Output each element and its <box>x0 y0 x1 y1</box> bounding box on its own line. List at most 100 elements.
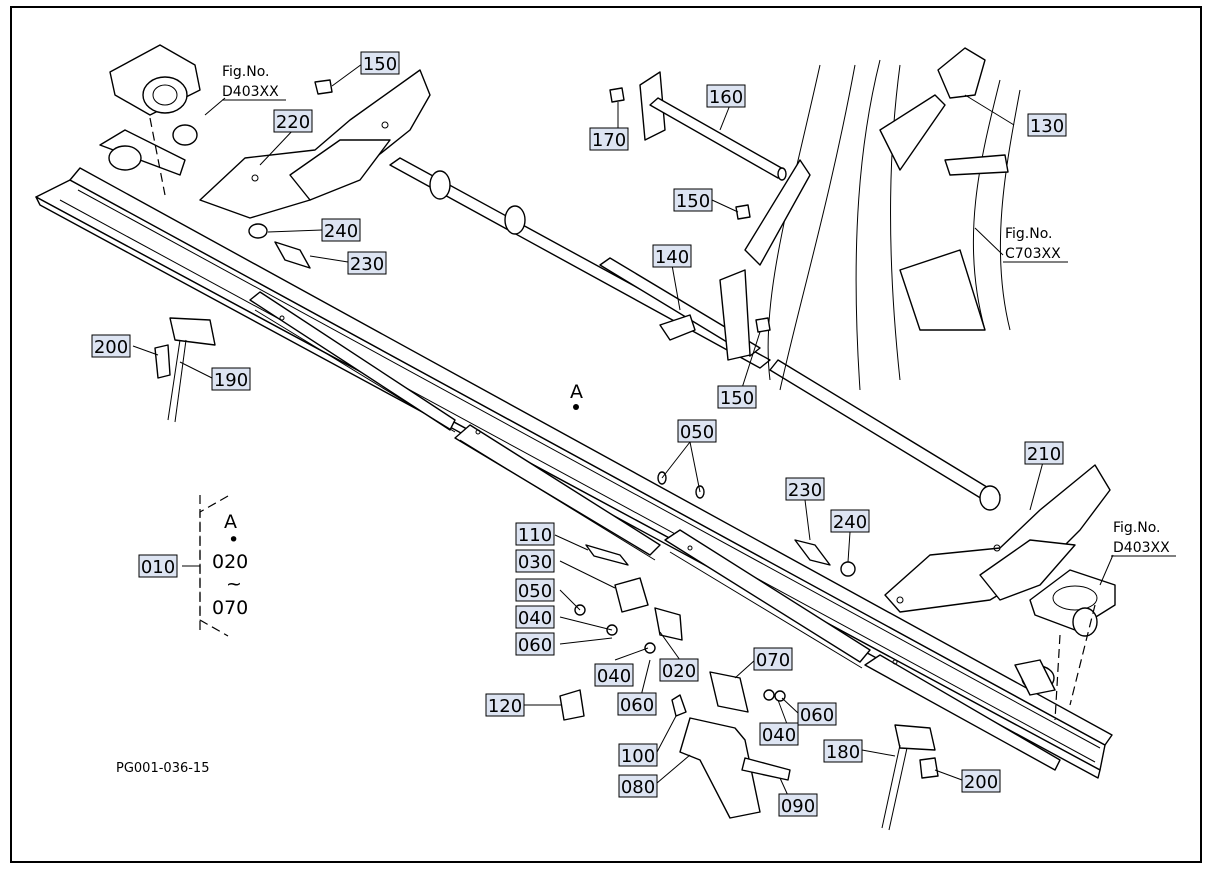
pedal-assembly <box>719 47 1021 391</box>
svg-text:C703XX: C703XX <box>1005 246 1061 262</box>
callout-090: 090 <box>778 793 818 817</box>
right-mount-housing <box>1014 569 1116 696</box>
svg-text:150: 150 <box>676 191 710 212</box>
callout-110: 110 <box>515 522 555 546</box>
rod-160 <box>639 71 787 181</box>
svg-text:170: 170 <box>592 130 626 151</box>
callout-140: 140 <box>652 244 692 268</box>
svg-text:200: 200 <box>964 772 998 793</box>
svg-text:030: 030 <box>518 552 552 573</box>
callout-190: 190 <box>211 367 251 391</box>
callout-150-mid: 150 <box>673 188 713 212</box>
svg-text:020: 020 <box>212 551 248 573</box>
svg-text:020: 020 <box>662 661 696 682</box>
svg-text:190: 190 <box>214 370 248 391</box>
callout-labels: 150 220 170 160 130 150 240 230 140 150 … <box>91 51 1067 817</box>
section-marker-a: A <box>570 381 583 410</box>
callout-150-top: 150 <box>360 51 400 75</box>
svg-text:220: 220 <box>276 112 310 133</box>
svg-text:A: A <box>570 381 583 403</box>
svg-text:230: 230 <box>350 254 384 275</box>
callout-240-right: 240 <box>830 509 870 533</box>
svg-text:080: 080 <box>621 777 655 798</box>
callout-210: 210 <box>1024 441 1064 465</box>
callout-060-right: 060 <box>797 702 837 726</box>
callout-060-mid: 060 <box>617 692 657 716</box>
callout-010: 010 <box>138 554 178 578</box>
svg-text:050: 050 <box>680 422 714 443</box>
callout-030: 030 <box>515 549 555 573</box>
svg-text:140: 140 <box>655 247 689 268</box>
svg-text:110: 110 <box>518 525 552 546</box>
callout-020: 020 <box>659 658 699 682</box>
callout-150-low: 150 <box>717 385 757 409</box>
callout-230-left: 230 <box>347 251 387 275</box>
svg-text:050: 050 <box>518 581 552 602</box>
main-frame-channel <box>35 167 1113 779</box>
fig-ref-c703: Fig.No. C703XX <box>1003 226 1068 263</box>
svg-text:060: 060 <box>800 705 834 726</box>
svg-text:130: 130 <box>1030 116 1064 137</box>
svg-text:D403XX: D403XX <box>1113 540 1170 556</box>
callout-050-top: 050 <box>677 419 717 443</box>
leader-lines <box>132 63 1114 801</box>
svg-text:•: • <box>228 529 239 551</box>
callout-050-left: 050 <box>515 578 555 602</box>
center-lines <box>149 117 1096 721</box>
svg-text:230: 230 <box>788 480 822 501</box>
fig-ref-d403-right: Fig.No. D403XX <box>1111 520 1176 557</box>
figure-code: PG001-036-15 <box>116 761 209 776</box>
svg-text:070: 070 <box>212 597 248 619</box>
svg-text:060: 060 <box>620 695 654 716</box>
svg-text:200: 200 <box>94 337 128 358</box>
callout-040-left: 040 <box>515 605 555 629</box>
callout-120: 120 <box>485 693 525 717</box>
svg-text:040: 040 <box>762 725 796 746</box>
callout-180: 180 <box>823 739 863 763</box>
fasteners <box>154 79 939 831</box>
callout-040-mid: 040 <box>594 663 634 687</box>
svg-text:Fig.No.: Fig.No. <box>1113 520 1161 536</box>
callout-060-left: 060 <box>515 632 555 656</box>
range-note: A • 020 ~ 070 <box>199 495 248 637</box>
callout-170: 170 <box>589 127 629 151</box>
svg-text:A: A <box>224 511 237 533</box>
bracket-220 <box>199 69 431 219</box>
svg-text:Fig.No.: Fig.No. <box>222 64 270 80</box>
svg-text:240: 240 <box>833 512 867 533</box>
small-parts-cluster <box>559 471 791 819</box>
callout-160: 160 <box>706 84 746 108</box>
long-rod <box>769 359 1001 511</box>
svg-text:150: 150 <box>720 388 754 409</box>
svg-text:040: 040 <box>518 608 552 629</box>
shaft-140 <box>389 157 771 369</box>
fig-ref-d403-left: Fig.No. D403XX <box>222 64 286 101</box>
callout-220: 220 <box>273 109 313 133</box>
svg-text:100: 100 <box>621 746 655 767</box>
svg-text:160: 160 <box>709 87 743 108</box>
svg-text:010: 010 <box>141 557 175 578</box>
svg-text:210: 210 <box>1027 444 1061 465</box>
svg-text:D403XX: D403XX <box>222 84 279 100</box>
svg-text:090: 090 <box>781 796 815 817</box>
svg-text:Fig.No.: Fig.No. <box>1005 226 1053 242</box>
svg-text:060: 060 <box>518 635 552 656</box>
callout-200-left: 200 <box>91 334 131 358</box>
svg-text:~: ~ <box>226 573 242 595</box>
callout-040-right: 040 <box>759 722 799 746</box>
svg-text:180: 180 <box>826 742 860 763</box>
callout-100: 100 <box>618 743 658 767</box>
svg-text:240: 240 <box>324 221 358 242</box>
left-mount-housing <box>99 44 201 176</box>
bracket-210 <box>884 464 1111 613</box>
svg-text:150: 150 <box>363 54 397 75</box>
callout-130: 130 <box>1027 113 1067 137</box>
callout-070: 070 <box>753 647 793 671</box>
svg-text:070: 070 <box>756 650 790 671</box>
callout-240-left: 240 <box>321 218 361 242</box>
callout-080: 080 <box>618 774 658 798</box>
callout-200-right: 200 <box>961 769 1001 793</box>
callout-230-right: 230 <box>785 477 825 501</box>
svg-text:040: 040 <box>597 666 631 687</box>
